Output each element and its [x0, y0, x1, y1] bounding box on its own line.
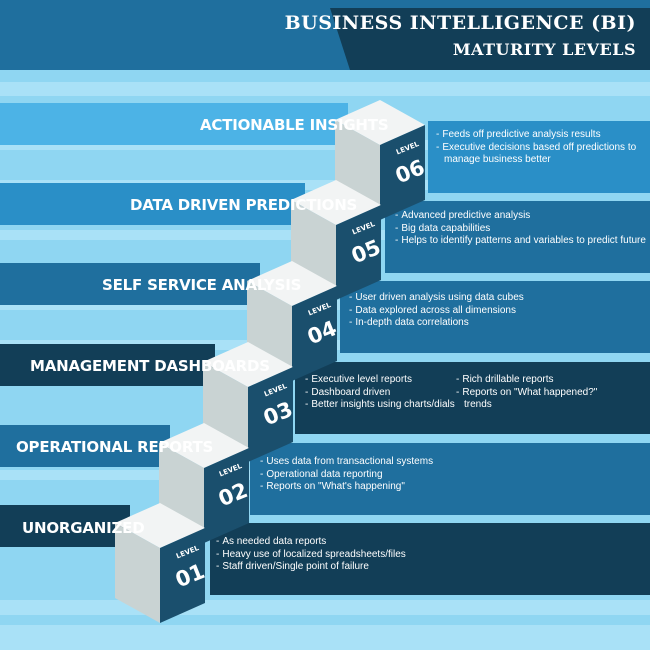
- level-5-label-band: [0, 183, 305, 225]
- bg-stripe: [0, 600, 650, 615]
- level-1-cube-top: [115, 503, 205, 548]
- bullet-item: -Executive decisions based off predictio…: [436, 141, 637, 153]
- level-2-label: OPERATIONAL REPORTS: [16, 438, 214, 456]
- level-2-bullets: -Uses data from transactional systems -O…: [260, 456, 433, 494]
- level-3-label: MANAGEMENT DASHBOARDS: [30, 357, 270, 375]
- level-5-label: DATA DRIVEN PREDICTIONS: [130, 196, 358, 214]
- bullet-item: -Staff driven/Single point of failure: [216, 561, 369, 572]
- level-6-bullets: -Feeds off predictive analysis results -…: [436, 129, 636, 167]
- bullet-item: -Operational data reporting: [260, 468, 383, 480]
- level-4-info-band: [340, 281, 650, 353]
- level-1-info-band: [210, 523, 650, 595]
- level-4-bullets: -User driven analysis using data cubes -…: [349, 292, 524, 330]
- bullet-item: -Helps to identify patterns and variable…: [395, 235, 646, 246]
- level-2-cube-front: [204, 448, 249, 543]
- level-3-bullets: -Executive level reports -Dashboard driv…: [305, 374, 455, 412]
- level-2-label-band: [0, 425, 170, 467]
- bullet-item: manage business better: [444, 154, 551, 165]
- level-6-label: ACTIONABLE INSIGHTS: [200, 116, 389, 134]
- level-3-cube-top: [203, 342, 293, 387]
- bullet-item: -In-depth data correlations: [349, 317, 469, 328]
- level-1-bullets: -As needed data reports -Heavy use of lo…: [216, 536, 406, 574]
- bullet-item: -Reports on "What's happening": [260, 481, 405, 492]
- level-6-cube-front: [380, 125, 425, 220]
- bullet-item: -Advanced predictive analysis: [395, 210, 531, 221]
- level-1-label-band: [0, 505, 130, 547]
- level-6-label-band: [0, 103, 348, 145]
- bg-stripe: [0, 82, 650, 96]
- level-3-cube-front: [248, 367, 293, 462]
- level-5-cube-front: [336, 205, 381, 300]
- level-6-info-band: [428, 121, 650, 193]
- level-1-label: UNORGANIZED: [22, 519, 145, 537]
- bullet-item: -Executive level reports: [305, 374, 412, 385]
- level-1-cube-front: [160, 528, 205, 623]
- level-3-bullets-right: -Rich drillable reports -Reports on "Wha…: [456, 374, 597, 412]
- bullet-item: -User driven analysis using data cubes: [349, 292, 524, 303]
- level-4-label-band: [0, 263, 260, 305]
- bullet-item: -As needed data reports: [216, 536, 327, 547]
- bullet-item: -Feeds off predictive analysis results: [436, 129, 601, 140]
- diagram-subtitle: MATURITY LEVELS: [452, 40, 636, 59]
- bullet-item: -Big data capabilities: [395, 222, 491, 234]
- bullet-item: -Dashboard driven: [305, 386, 391, 398]
- level-1-cube-side: [115, 523, 160, 623]
- bullet-item: -Reports on "What happened?": [456, 386, 598, 398]
- bullet-item: -Data explored across all dimensions: [349, 304, 516, 316]
- level-4-cube-front: [292, 286, 337, 381]
- bullet-item: -Rich drillable reports: [456, 374, 554, 385]
- level-3-info-band: [295, 362, 650, 434]
- title-band: [330, 8, 650, 70]
- bullet-item: trends: [464, 399, 492, 410]
- level-5-bullets: -Advanced predictive analysis -Big data …: [395, 210, 646, 248]
- level-2-info-band: [250, 443, 650, 515]
- diagram-title: BUSINESS INTELLIGENCE (BI): [284, 12, 636, 34]
- level-4-label: SELF SERVICE ANALYSIS: [102, 276, 302, 294]
- bullet-item: -Uses data from transactional systems: [260, 456, 434, 467]
- level-5-cube-top: [291, 180, 381, 225]
- bg-stripe: [0, 625, 650, 650]
- level-2-cube-top: [159, 423, 249, 468]
- bullet-item: -Heavy use of localized spreadsheets/fil…: [216, 548, 406, 560]
- level-3-label-band: [0, 344, 215, 386]
- level-4-cube-top: [247, 261, 337, 306]
- level-5-info-band: [385, 201, 650, 273]
- bullet-item: -Better insights using charts/dials: [305, 399, 455, 410]
- level-6-cube-top: [335, 100, 425, 145]
